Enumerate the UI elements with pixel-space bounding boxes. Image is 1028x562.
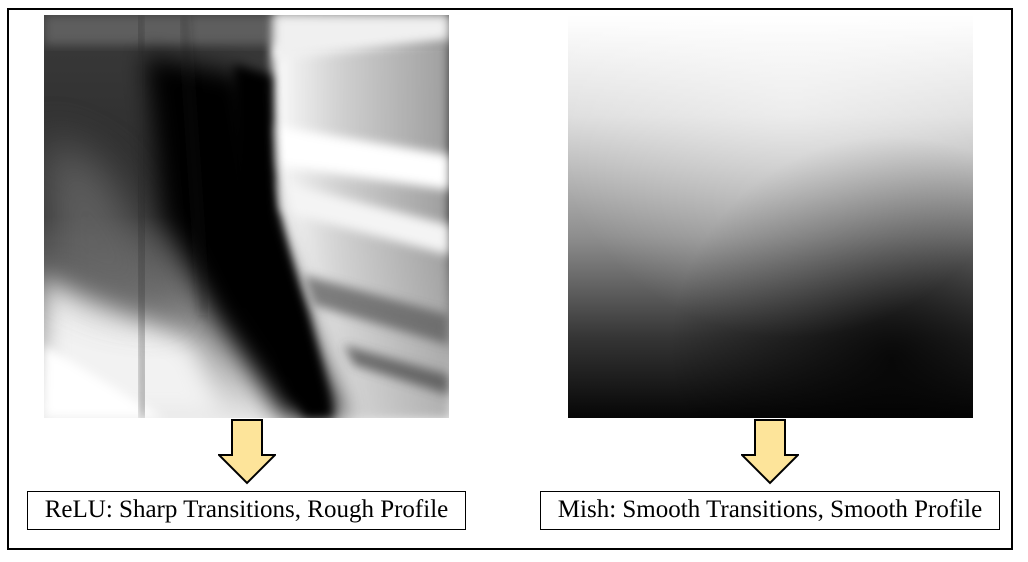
relu-output-landscape [44,15,449,418]
mish-down-arrow-shape [741,419,799,485]
down-arrow-icon [741,419,799,485]
relu-down-arrow-shape [218,419,276,485]
relu-caption: ReLU: Sharp Transitions, Rough Profile [27,491,466,530]
mish-landscape-image [568,15,973,418]
mish-output-landscape [568,15,973,418]
down-arrow-icon [218,419,276,485]
figure-frame [7,8,1013,550]
relu-landscape-image [44,15,449,418]
mish-caption: Mish: Smooth Transitions, Smooth Profile [540,491,1000,530]
